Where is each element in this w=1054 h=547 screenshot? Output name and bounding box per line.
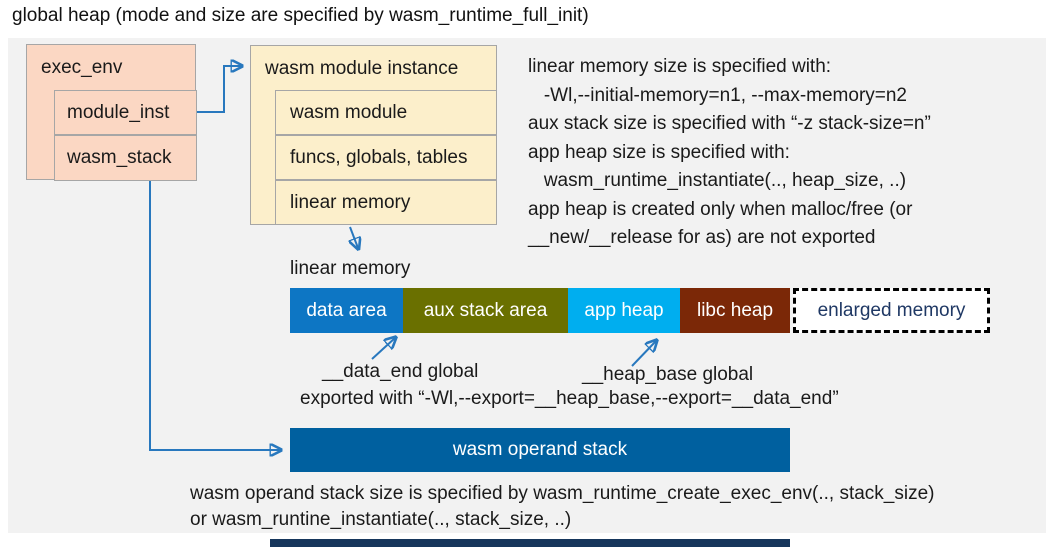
linear-memory-box: linear memory [275,180,497,225]
memory-segment-app-heap: app heap [568,288,680,333]
bottom-note: wasm operand stack size is specified by … [190,481,935,533]
module-instance-box: wasm module instance wasm module funcs, … [250,45,497,225]
note-line: app heap size is specified with: [528,141,790,163]
memory-segment-aux-stack-area: aux stack area [403,288,568,333]
bottom-note-line: wasm operand stack size is specified by … [190,483,935,504]
note-line: aux stack size is specified with “-z sta… [528,113,931,134]
memory-segment-data-area: data area [290,288,403,333]
linear-memory-bar: data area aux stack area app heap libc h… [290,288,990,333]
exec-env-label: exec_env [41,57,123,78]
funcs-globals-tables-box: funcs, globals, tables [275,135,497,180]
linear-memory-bar-label: linear memory [290,258,411,279]
memory-segment-enlarged-memory: enlarged memory [793,288,990,333]
notes-block: linear memory size is specified with: -W… [528,53,1043,253]
page-title: global heap (mode and size are specified… [12,5,589,26]
wasm-operand-stack-bar: wasm operand stack [290,428,790,472]
note-line: -Wl,--initial-memory=n1, --max-memory=n2 [528,84,907,106]
memory-segment-libc-heap: libc heap [680,288,790,333]
wasm-module-box: wasm module [275,90,497,135]
note-line: linear memory size is specified with: [528,56,832,77]
bottom-strip [270,539,790,547]
module-inst-box: module_inst [54,90,197,135]
note-line: __new/__release for as) are not exported [528,227,876,248]
module-instance-label: wasm module instance [265,57,459,79]
annotation-heap-base-global: __heap_base global [582,364,754,385]
annotation-export-flags: exported with “-Wl,--export=__heap_base,… [300,388,839,409]
note-line: app heap is created only when malloc/fre… [528,198,913,220]
wasm-stack-box: wasm_stack [54,135,197,181]
exec-env-box: exec_env module_inst wasm_stack [26,44,197,181]
bottom-note-line: or wasm_runtine_instantiate(.., stack_si… [190,509,572,530]
note-line: wasm_runtime_instantiate(.., heap_size, … [528,170,907,191]
annotation-data-end-global: __data_end global [322,361,479,382]
